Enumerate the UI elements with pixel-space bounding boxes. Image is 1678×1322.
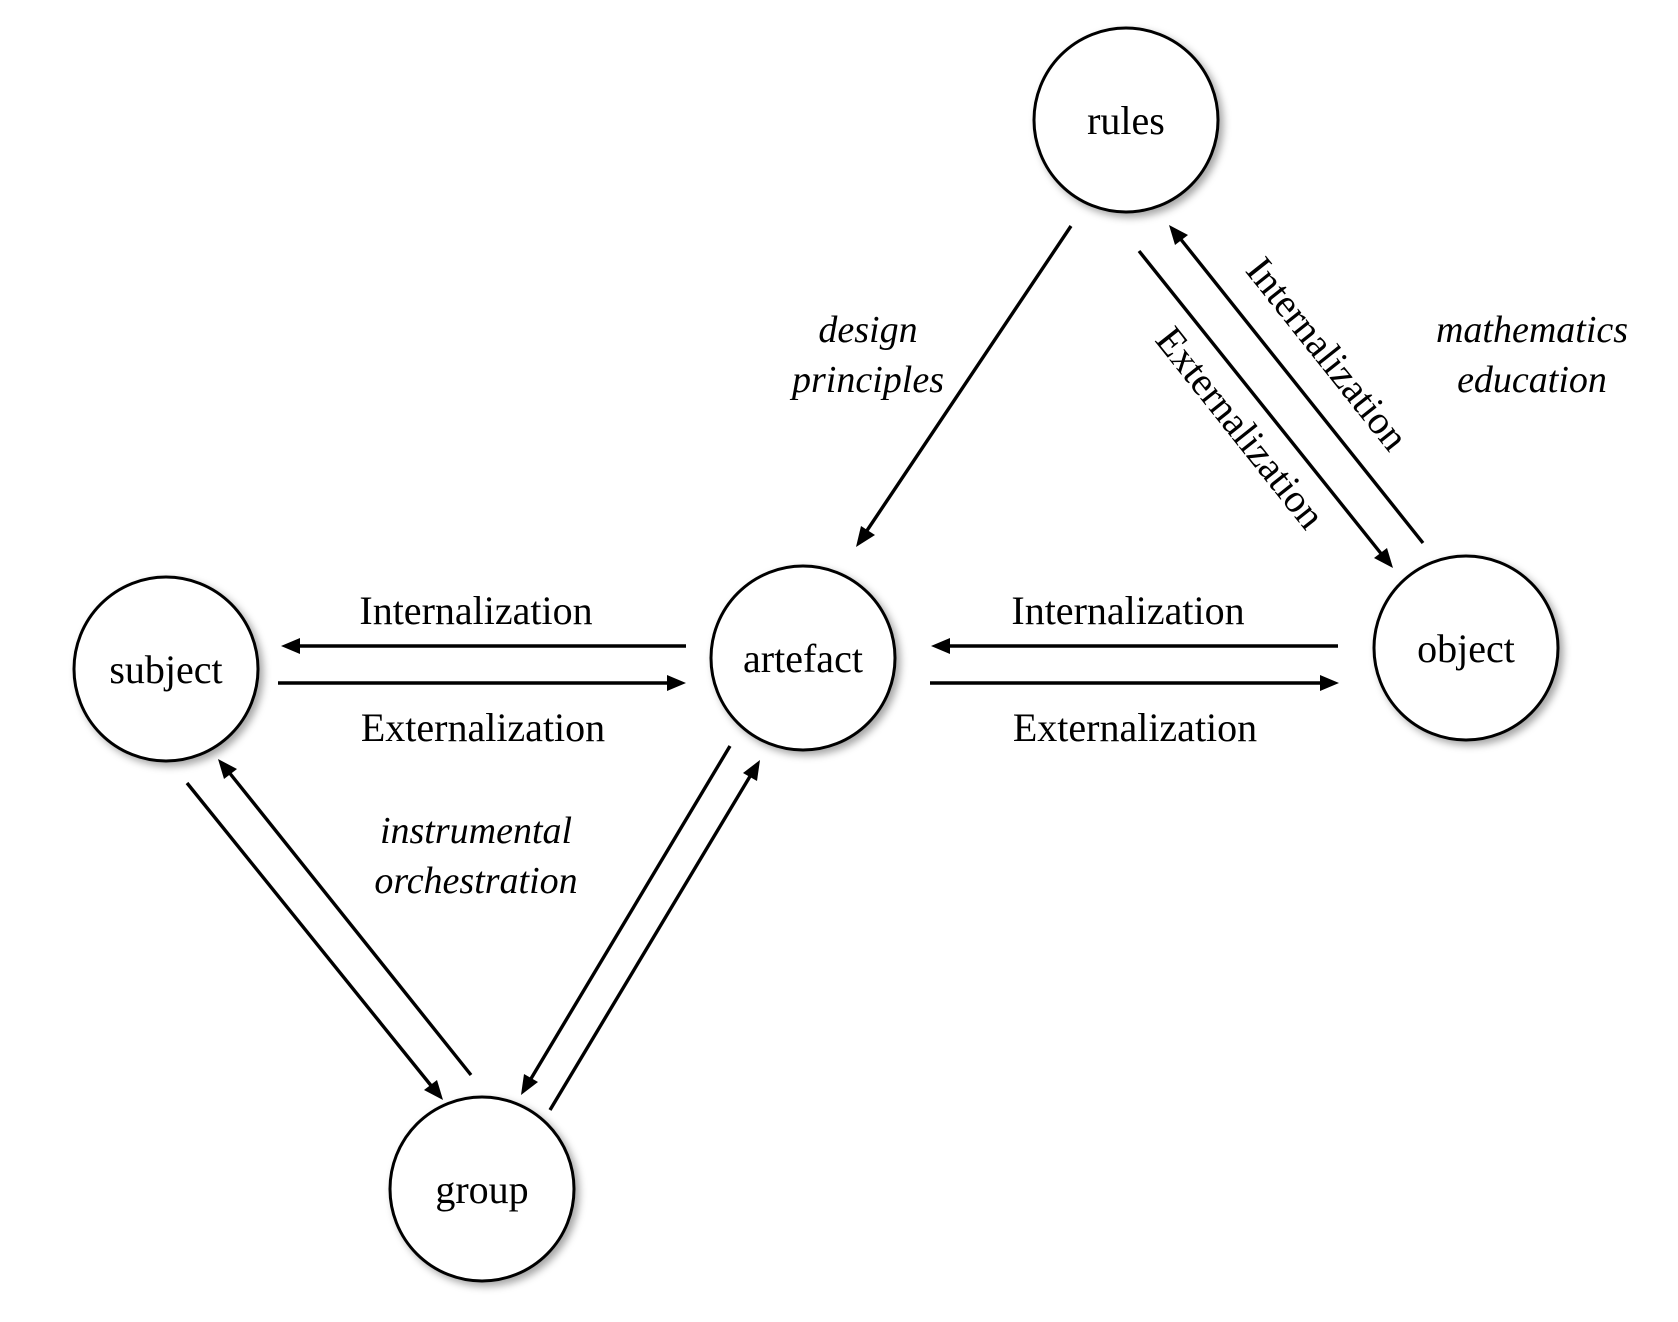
label-artefact-object-internalization: Internalization [1011,588,1244,633]
label-subject-artefact-externalization: Externalization [361,705,605,750]
annotation-design-principles-line1: design [818,309,917,351]
annotation-design-principles: design principles [789,309,944,401]
edge-rules-to-object-externalization [1137,249,1393,568]
node-object-label: object [1417,626,1515,671]
node-group: group [388,1095,576,1283]
annotation-mathematics-education-line2: education [1457,359,1607,401]
edge-group-to-artefact [548,760,760,1111]
annotation-mathematics-education-line1: mathematics [1436,309,1628,351]
node-subject-label: subject [109,647,222,692]
annotation-instrumental-orchestration-line2: orchestration [374,860,577,902]
annotation-instrumental-orchestration: instrumental orchestration [374,810,577,902]
annotation-instrumental-orchestration-line1: instrumental [380,810,572,852]
label-subject-artefact-internalization: Internalization [359,588,592,633]
node-artefact: artefact [709,564,897,752]
edge-artefact-to-group [521,745,732,1095]
edge-artefact-to-object-externalization [930,675,1339,691]
edge-group-to-subject [218,759,473,1077]
label-artefact-object-externalization: Externalization [1013,705,1257,750]
edge-object-to-artefact-internalization [931,638,1338,654]
node-rules-label: rules [1087,98,1165,143]
edge-rules-to-artefact [856,225,1073,547]
annotation-design-principles-line2: principles [789,359,944,401]
edge-subject-to-artefact-externalization [278,675,686,691]
node-group-label: group [435,1167,528,1212]
node-rules: rules [1032,26,1220,214]
node-subject: subject [72,575,260,763]
node-object: object [1372,554,1560,742]
edge-subject-to-group [185,781,443,1100]
edge-artefact-to-subject-internalization [281,638,686,654]
node-artefact-label: artefact [743,636,863,681]
edge-object-to-rules-internalization [1169,225,1425,545]
annotation-mathematics-education: mathematics education [1436,309,1628,401]
